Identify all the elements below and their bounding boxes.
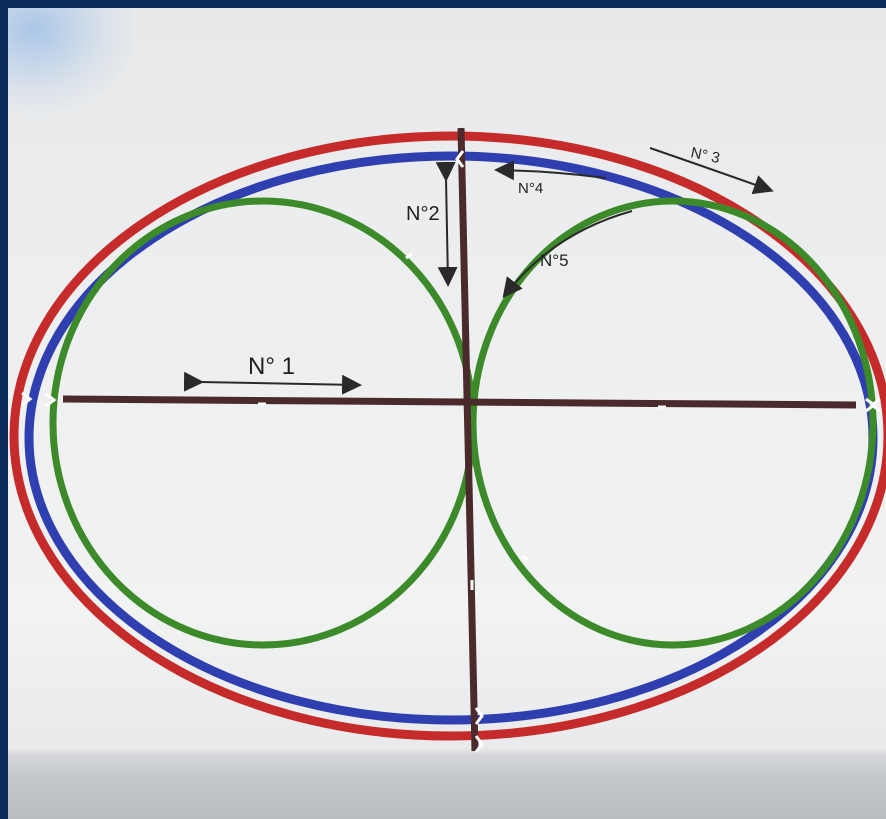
horizontal-track — [63, 399, 856, 405]
route-2-label: N°2 — [406, 203, 440, 225]
middle-blue-loop — [29, 156, 873, 720]
photo: N° 1 N°2 N° 3 N°4 N°5 — [8, 8, 886, 819]
green-left-circle — [53, 201, 473, 645]
green-right-circle — [473, 201, 873, 645]
route-5-label: N°5 — [540, 251, 569, 270]
track-diagram: N° 1 N°2 N° 3 N°4 N°5 — [8, 8, 886, 819]
board-edge — [8, 756, 886, 819]
route-1-arrow — [200, 382, 358, 385]
route-1-label: N° 1 — [248, 353, 295, 380]
route-4-label: N°4 — [518, 180, 543, 197]
route-2-arrow — [446, 178, 448, 283]
outer-red-loop — [14, 136, 886, 736]
